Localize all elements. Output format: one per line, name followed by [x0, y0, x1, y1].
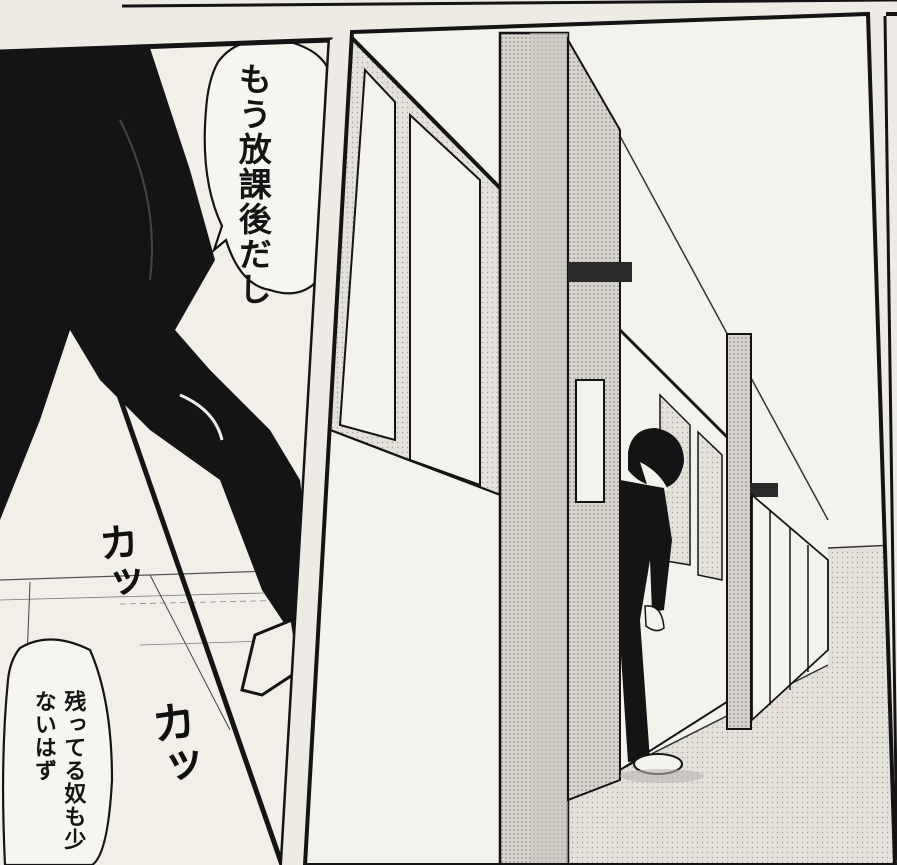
room-sign — [568, 262, 632, 282]
speech-text-2: 残ってる奴も少ないはず — [30, 690, 86, 851]
sound-effect-footstep-2: カッ — [141, 696, 204, 792]
top-panel-border — [121, 0, 897, 8]
hallway-panel-border — [302, 11, 897, 865]
speech-bubble-2 — [1, 638, 114, 865]
shoe-icon — [240, 617, 302, 697]
speech-text-1: もう放課後だし — [233, 62, 273, 307]
boy-figure — [620, 428, 704, 783]
hallway-panel — [305, 14, 895, 865]
left-panel — [0, 40, 330, 865]
student-silhouette — [0, 48, 310, 635]
door-window — [575, 379, 605, 503]
sound-effect-footstep-1: カッ — [89, 519, 145, 605]
